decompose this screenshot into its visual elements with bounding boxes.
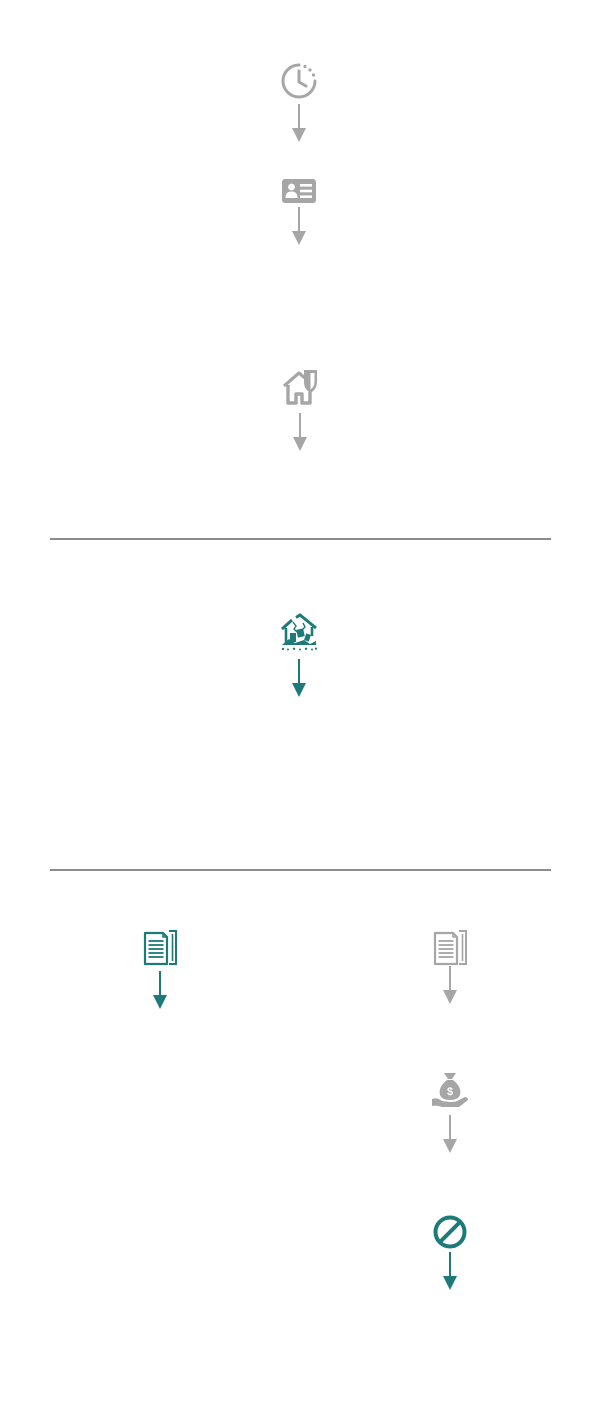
- down-arrow: [130, 969, 190, 1009]
- step-node: [269, 171, 329, 245]
- down-arrow: [420, 1250, 480, 1290]
- step-node: [130, 928, 190, 1009]
- down-arrow: [269, 657, 329, 697]
- section-divider: [50, 869, 551, 871]
- step-node: [420, 928, 480, 1004]
- document-icon: [420, 928, 480, 968]
- damaged-house-icon: [269, 612, 329, 652]
- step-node: $: [420, 1070, 480, 1153]
- id-card-icon: [269, 171, 329, 211]
- house-shield-icon: [270, 367, 330, 407]
- step-node: [269, 612, 329, 697]
- down-arrow: [420, 964, 480, 1004]
- money-bag-hand-icon: $: [420, 1070, 480, 1110]
- down-arrow: [269, 102, 329, 142]
- down-arrow: [269, 205, 329, 245]
- step-node: [420, 1212, 480, 1290]
- down-arrow: [270, 411, 330, 451]
- step-node: [269, 61, 329, 142]
- clock-icon: [269, 61, 329, 101]
- section-divider: [50, 538, 551, 540]
- document-icon: [130, 928, 190, 968]
- svg-text:$: $: [447, 1086, 453, 1098]
- step-node: [270, 367, 330, 451]
- down-arrow: [420, 1113, 480, 1153]
- prohibited-icon: [420, 1212, 480, 1252]
